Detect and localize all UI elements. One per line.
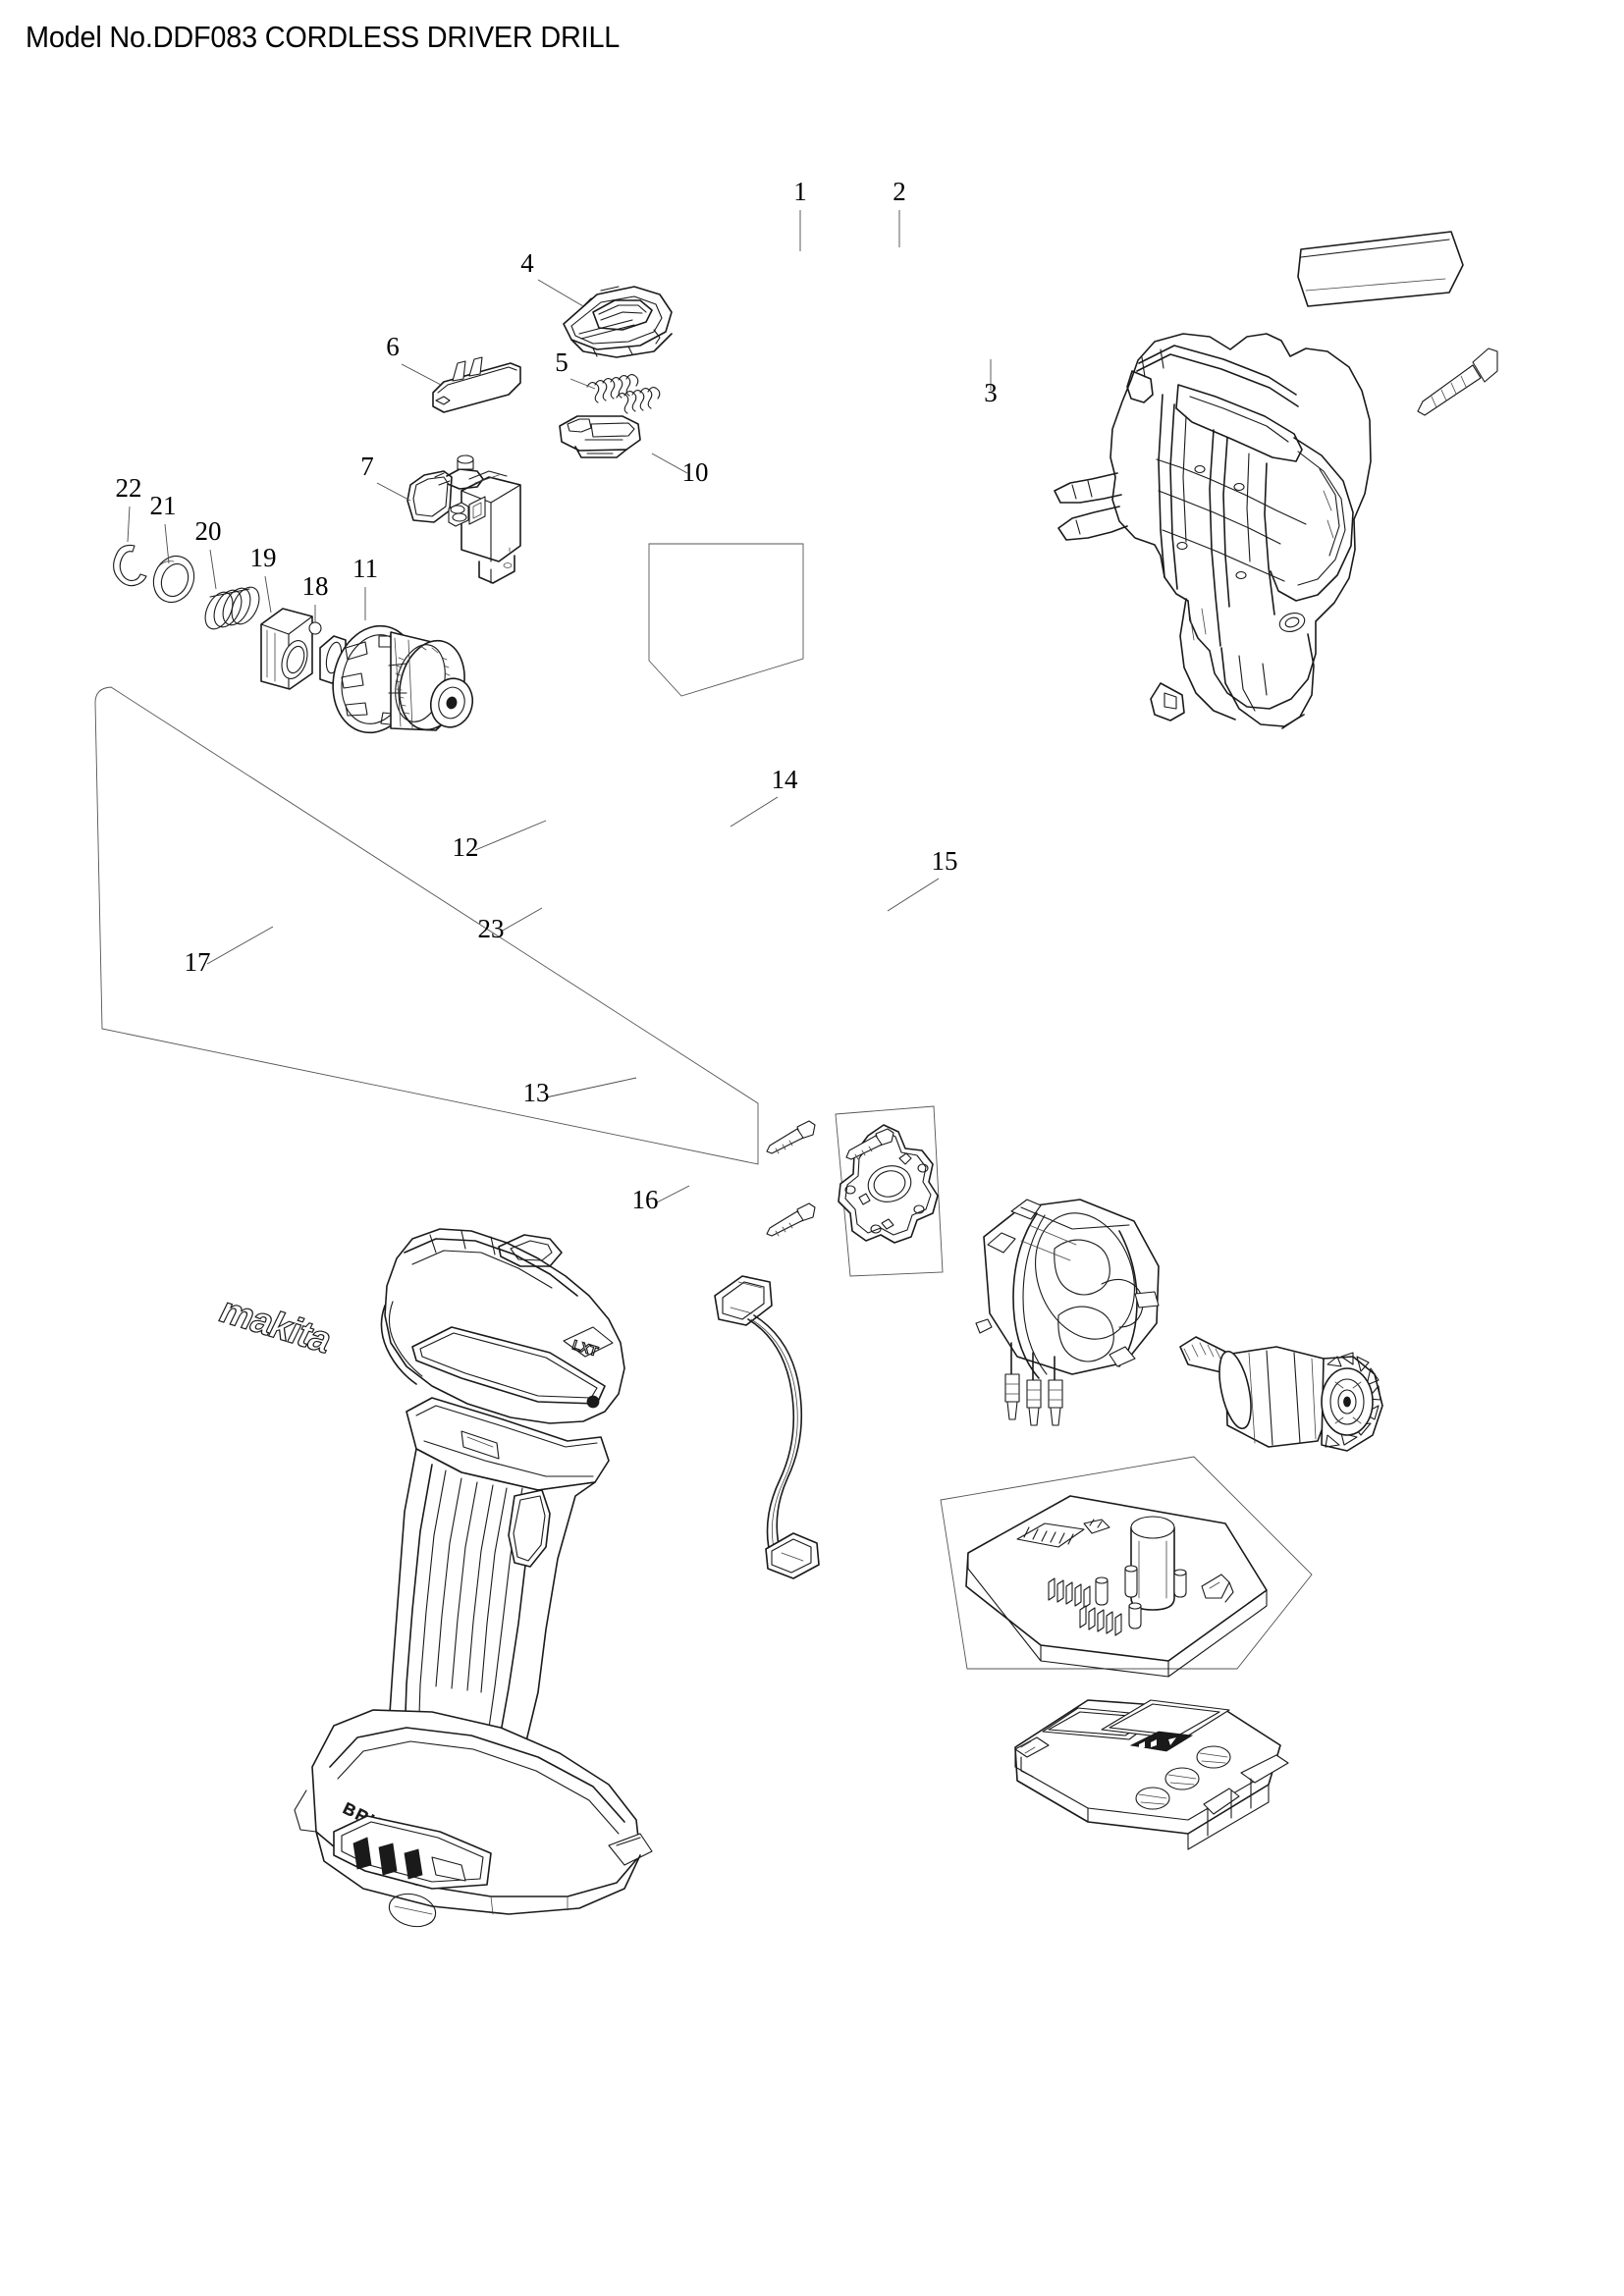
callout-grip-rubber-strip: 2 bbox=[893, 177, 906, 206]
spring-a bbox=[586, 374, 639, 403]
callout-switch-cover-plate: 4 bbox=[520, 248, 534, 278]
svg-text:makita: makita bbox=[212, 1290, 340, 1362]
part-stator bbox=[975, 1199, 1160, 1426]
part-lead-wire bbox=[714, 1275, 820, 1579]
part-shift-plate bbox=[559, 415, 641, 458]
page-title: Model No.DDF083 CORDLESS DRIVER DRILL bbox=[26, 20, 621, 54]
callout-stator: 14 bbox=[772, 765, 799, 794]
group-boundaries bbox=[93, 543, 1313, 1670]
part-tapping-screw bbox=[1417, 347, 1498, 416]
flange-screw-1 bbox=[766, 1120, 816, 1154]
leader-lines bbox=[127, 210, 992, 1204]
part-trigger-switch bbox=[406, 454, 521, 584]
callout-shift-plate-assembly: 10 bbox=[682, 457, 709, 487]
callout-rotor-armature: 15 bbox=[932, 846, 958, 876]
callout-retaining-ring: 22 bbox=[116, 473, 142, 503]
callout-assembled-drill: 17 bbox=[185, 947, 211, 977]
part-flange-plate bbox=[766, 1120, 939, 1244]
brand-logo: makita bbox=[212, 1289, 341, 1362]
callout-housing-set: 1 bbox=[793, 177, 807, 206]
spring-b bbox=[616, 387, 661, 414]
stator-lead-3 bbox=[1048, 1356, 1063, 1426]
part-switch-cover-plate bbox=[563, 286, 673, 358]
shift-plate-group bbox=[648, 543, 804, 697]
flange-plate-group bbox=[835, 1105, 944, 1277]
callout-trigger-switch: 7 bbox=[360, 452, 374, 481]
callout-battery-terminal: 16 bbox=[632, 1185, 659, 1214]
flange-screw-3 bbox=[766, 1202, 816, 1237]
callout-lead-wire-assembly: 23 bbox=[478, 914, 505, 943]
stator-lead-1 bbox=[1004, 1342, 1020, 1420]
chuck-assembly-group bbox=[94, 686, 759, 1165]
part-assembled-drill: makita LXT bbox=[212, 1228, 653, 1928]
callout-chuck-sleeve: 19 bbox=[250, 543, 277, 572]
board-small-caps bbox=[1095, 1565, 1187, 1629]
part-housing-set bbox=[1054, 333, 1372, 729]
callout-flange-plate: 12 bbox=[453, 832, 479, 862]
callout-washer: 21 bbox=[150, 491, 177, 520]
board-components-row-2 bbox=[1079, 1605, 1122, 1636]
callout-tapping-screw: 3 bbox=[984, 378, 998, 407]
stator-lead-2 bbox=[1026, 1352, 1042, 1426]
part-compression-springs bbox=[586, 374, 661, 414]
part-chuck-sleeve bbox=[260, 608, 313, 690]
part-grip-rubber-strip bbox=[1297, 231, 1464, 307]
part-reversing-lever bbox=[432, 356, 521, 413]
part-battery-terminal bbox=[1014, 1699, 1289, 1850]
callout-controller-board: 13 bbox=[523, 1078, 550, 1107]
controller-board-group bbox=[940, 1456, 1313, 1670]
flange-screw-2 bbox=[845, 1128, 894, 1160]
callout-reversing-switch-lever: 6 bbox=[386, 332, 400, 361]
board-components-row bbox=[1048, 1577, 1091, 1609]
part-gear-assembly bbox=[319, 624, 474, 734]
part-washer bbox=[152, 555, 195, 604]
part-chuck-spring bbox=[204, 586, 260, 630]
part-rotor-armature bbox=[1179, 1336, 1383, 1452]
callout-gear-assembly: 11 bbox=[352, 554, 378, 583]
chuck-group-outline bbox=[93, 686, 751, 1164]
callout-compression-springs: 5 bbox=[555, 347, 568, 377]
callout-chuck-spring: 20 bbox=[195, 516, 222, 546]
part-retaining-ring bbox=[113, 544, 147, 587]
part-steel-ball bbox=[308, 621, 322, 635]
part-controller-board bbox=[965, 1495, 1268, 1678]
callout-steel-ball: 18 bbox=[302, 571, 329, 601]
